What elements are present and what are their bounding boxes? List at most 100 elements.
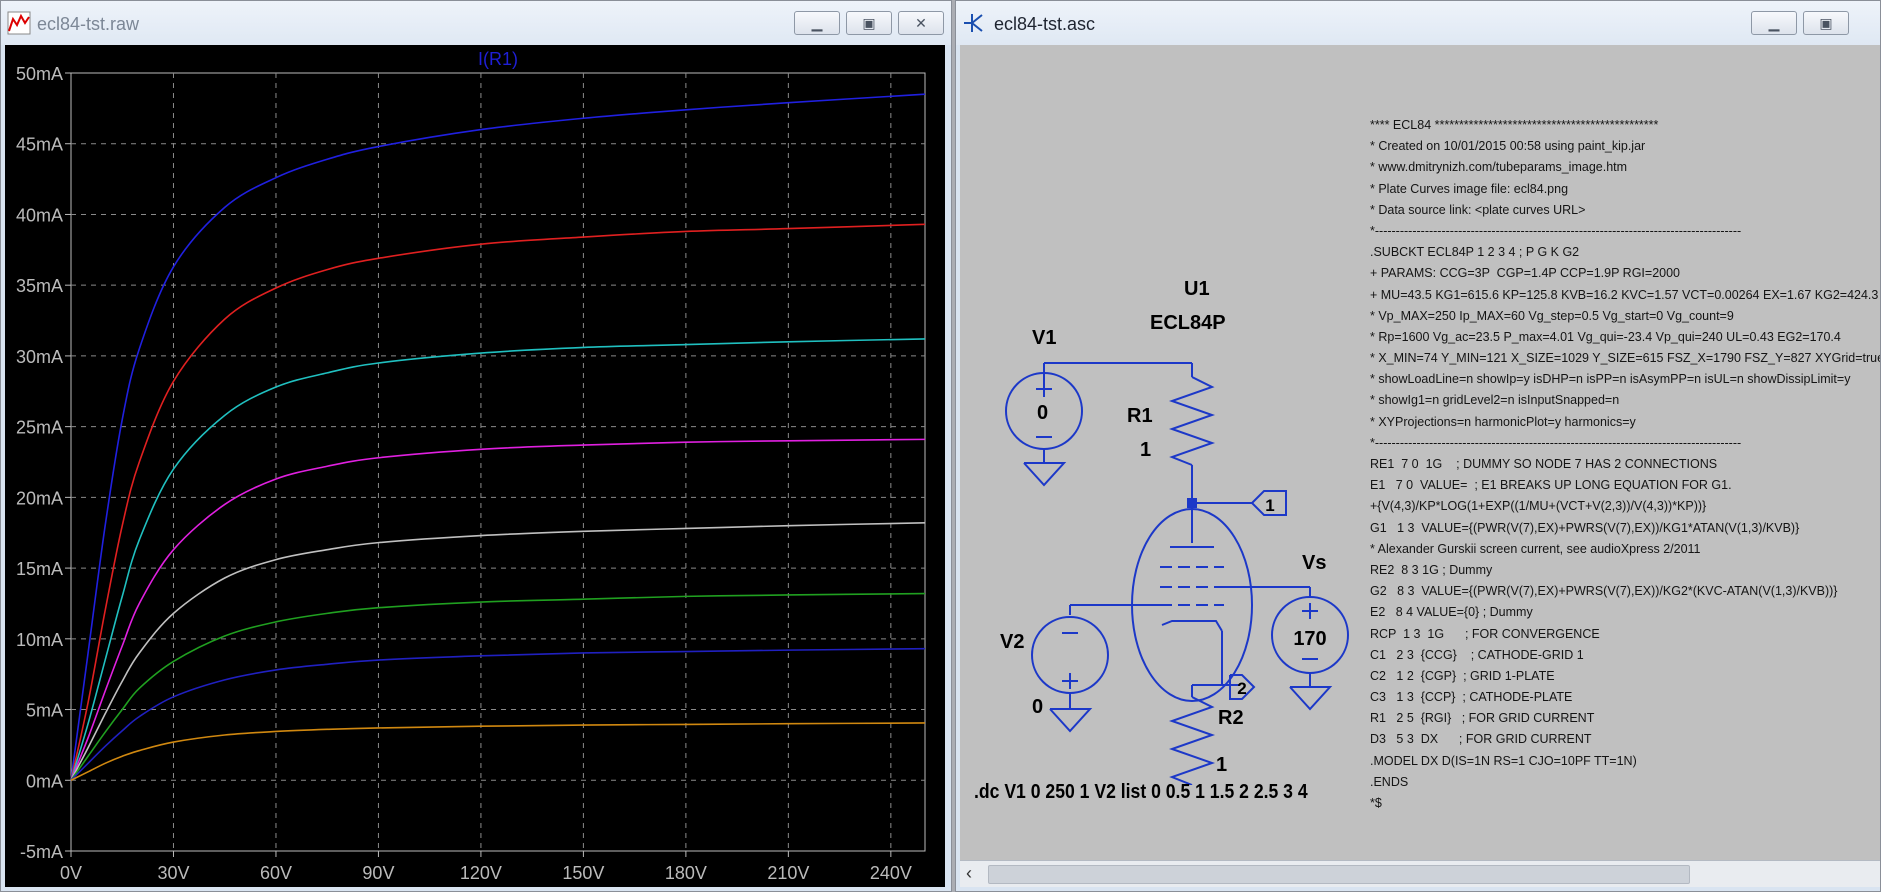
netlist-line: + PARAMS: CCG=3P CGP=1.4P CCP=1.9P RGI=2… bbox=[1370, 266, 1680, 281]
v1-name-label[interactable]: V1 bbox=[1032, 327, 1056, 349]
netlist-line: .SUBCKT ECL84P 1 2 3 4 ; P G K G2 bbox=[1370, 245, 1580, 260]
x-tick-label: 90V bbox=[362, 863, 394, 883]
x-tick-label: 240V bbox=[870, 863, 912, 883]
schematic-titlebar[interactable]: ecl84-tst.asc ▁ ▣ bbox=[956, 1, 1880, 45]
y-tick-label: 5mA bbox=[26, 701, 63, 721]
waveform-titlebar[interactable]: ecl84-tst.raw ▁ ▣ ✕ bbox=[1, 1, 951, 45]
y-tick-label: 30mA bbox=[16, 347, 63, 367]
x-tick-label: 30V bbox=[157, 863, 189, 883]
series-line-8[interactable] bbox=[70, 722, 926, 781]
v2-source[interactable] bbox=[1031, 616, 1109, 733]
horizontal-scrollbar[interactable]: ‹ bbox=[960, 860, 1880, 887]
netlist-line: G2 8 3 VALUE={(PWR(V(7),EX)+PWRS(V(7),EX… bbox=[1370, 584, 1838, 599]
v2-name-label[interactable]: V2 bbox=[1000, 631, 1024, 653]
scrollbar-thumb[interactable] bbox=[988, 865, 1690, 884]
y-tick-label: 10mA bbox=[16, 630, 63, 650]
schematic-window-title: ecl84-tst.asc bbox=[994, 14, 1096, 34]
schematic-drawing[interactable]: U1 ECL84P V1 0 bbox=[960, 45, 1360, 785]
minimize-button[interactable]: ▁ bbox=[794, 11, 840, 35]
netlist-line: * Vp_MAX=250 Ip_MAX=60 Vg_step=0.5 Vg_st… bbox=[1370, 308, 1734, 323]
y-tick-label: 50mA bbox=[16, 64, 63, 84]
netlist-line: .MODEL DX D(IS=1N RS=1 CJO=10PF TT=1N) bbox=[1370, 753, 1637, 768]
close-icon: ✕ bbox=[915, 14, 927, 31]
r1-resistor[interactable] bbox=[1168, 363, 1287, 516]
series-line-1[interactable] bbox=[70, 93, 926, 781]
netlist-line: C2 1 2 {CGP} ; GRID 1-PLATE bbox=[1370, 668, 1555, 683]
netlist-line: D3 5 3 DX ; FOR GRID CURRENT bbox=[1370, 732, 1592, 747]
x-tick-label: 0V bbox=[60, 863, 82, 883]
scroll-left-icon[interactable]: ‹ bbox=[966, 863, 972, 883]
u1-ref-label[interactable]: U1 bbox=[1184, 278, 1210, 300]
netlist-line: RCP 1 3 1G ; FOR CONVERGENCE bbox=[1370, 626, 1600, 641]
plot-frame bbox=[70, 72, 926, 852]
netlist-line: * Rp=1600 Vg_ac=23.5 P_max=4.01 Vg_qui=-… bbox=[1370, 329, 1841, 344]
dc-sweep-directive[interactable]: .dc V1 0 250 1 V2 list 0 0.5 1 1.5 2 2.5… bbox=[974, 781, 1308, 803]
x-tick-label: 150V bbox=[562, 863, 604, 883]
r2-resistor[interactable] bbox=[1168, 674, 1256, 785]
series-line-4[interactable] bbox=[70, 438, 926, 781]
netlist-line: + MU=43.5 KG1=615.6 KP=125.8 KVB=16.2 KV… bbox=[1370, 287, 1879, 302]
netlist-line: *---------------------------------------… bbox=[1370, 435, 1742, 450]
netlist-line: .ENDS bbox=[1370, 774, 1409, 789]
vs-source[interactable] bbox=[1271, 596, 1349, 711]
series-line-2[interactable] bbox=[70, 223, 926, 781]
y-tick-label: 20mA bbox=[16, 488, 63, 508]
waveform-app-icon bbox=[7, 11, 31, 35]
r1-name-label[interactable]: R1 bbox=[1127, 405, 1153, 427]
y-tick-label: 35mA bbox=[16, 276, 63, 296]
netlist-line: * XYProjections=n harmonicPlot=y harmoni… bbox=[1370, 414, 1636, 429]
netlist-line: *---------------------------------------… bbox=[1370, 223, 1742, 238]
u1-model-label[interactable]: ECL84P bbox=[1150, 312, 1226, 334]
minimize-icon: ▁ bbox=[811, 14, 823, 31]
series-line-3[interactable] bbox=[70, 338, 926, 781]
netlist-line: * X_MIN=74 Y_MIN=121 X_SIZE=1029 Y_SIZE=… bbox=[1370, 351, 1881, 366]
netlist-text-block[interactable]: **** ECL84 *****************************… bbox=[1370, 115, 1881, 814]
v1-value-label[interactable]: 0 bbox=[1037, 402, 1048, 424]
net-label-1[interactable]: 1 bbox=[1265, 496, 1274, 515]
netlist-line: G1 1 3 VALUE={(PWR(V(7),EX)+PWRS(V(7),EX… bbox=[1370, 520, 1800, 535]
u1-tube-symbol[interactable] bbox=[1069, 503, 1311, 702]
netlist-line: * showIg1=n gridLevel2=n isInputSnapped=… bbox=[1370, 393, 1620, 408]
maximize-button[interactable]: ▣ bbox=[846, 11, 892, 35]
trace-label[interactable]: I(R1) bbox=[478, 49, 518, 69]
v1-source[interactable] bbox=[1005, 362, 1192, 487]
r1-value-label[interactable]: 1 bbox=[1140, 439, 1151, 461]
plot-chart[interactable]: 50mA45mA40mA35mA30mA25mA20mA15mA10mA5mA0… bbox=[5, 45, 943, 889]
netlist-line: * Plate Curves image file: ecl84.png bbox=[1370, 181, 1569, 196]
maximize-icon: ▣ bbox=[862, 14, 876, 31]
netlist-line: R1 2 5 {RGI} ; FOR GRID CURRENT bbox=[1370, 711, 1595, 726]
series-line-6[interactable] bbox=[70, 592, 926, 781]
y-tick-label: 0mA bbox=[26, 771, 63, 791]
series-line-5[interactable] bbox=[70, 522, 926, 781]
netlist-line: * Alexander Gurskii screen current, see … bbox=[1370, 541, 1701, 556]
schematic-window[interactable]: ecl84-tst.asc ▁ ▣ U1 ECL84P V1 0 bbox=[955, 0, 1881, 892]
netlist-line: RE2 8 3 1G ; Dummy bbox=[1370, 562, 1493, 577]
x-tick-label: 210V bbox=[767, 863, 809, 883]
v2-value-label[interactable]: 0 bbox=[1032, 696, 1043, 718]
netlist-line: E1 7 0 VALUE= ; E1 BREAKS UP LONG EQUATI… bbox=[1370, 478, 1732, 493]
netlist-line: * showLoadLine=n showIp=y isDHP=n isPP=n… bbox=[1370, 372, 1851, 387]
r2-value-label[interactable]: 1 bbox=[1216, 754, 1227, 776]
netlist-line: *$ bbox=[1370, 796, 1382, 810]
series-line-7[interactable] bbox=[70, 647, 926, 781]
net-label-2[interactable]: 2 bbox=[1237, 679, 1246, 698]
vs-value-label[interactable]: 170 bbox=[1293, 628, 1326, 650]
netlist-line: RE1 7 0 1G ; DUMMY SO NODE 7 HAS 2 CONNE… bbox=[1370, 457, 1718, 471]
schematic-canvas[interactable]: U1 ECL84P V1 0 bbox=[960, 45, 1880, 887]
schematic-app-icon bbox=[964, 14, 983, 32]
close-button[interactable]: ✕ bbox=[898, 11, 944, 35]
vs-name-label[interactable]: Vs bbox=[1302, 552, 1326, 574]
schematic-minimize-button[interactable]: ▁ bbox=[1751, 11, 1797, 35]
y-tick-label: 45mA bbox=[16, 135, 63, 155]
maximize-icon: ▣ bbox=[1819, 14, 1833, 31]
netlist-line: * www.dmitrynizh.com/tubeparams_image.ht… bbox=[1370, 160, 1628, 175]
netlist-line: E2 8 4 VALUE={0} ; Dummy bbox=[1370, 605, 1533, 620]
r2-name-label[interactable]: R2 bbox=[1218, 707, 1244, 729]
minimize-icon: ▁ bbox=[1768, 14, 1780, 31]
x-tick-label: 60V bbox=[260, 863, 292, 883]
netlist-line: C3 1 3 {CCP} ; CATHODE-PLATE bbox=[1370, 690, 1573, 705]
schematic-maximize-button[interactable]: ▣ bbox=[1803, 11, 1849, 35]
y-tick-label: -5mA bbox=[20, 842, 63, 862]
